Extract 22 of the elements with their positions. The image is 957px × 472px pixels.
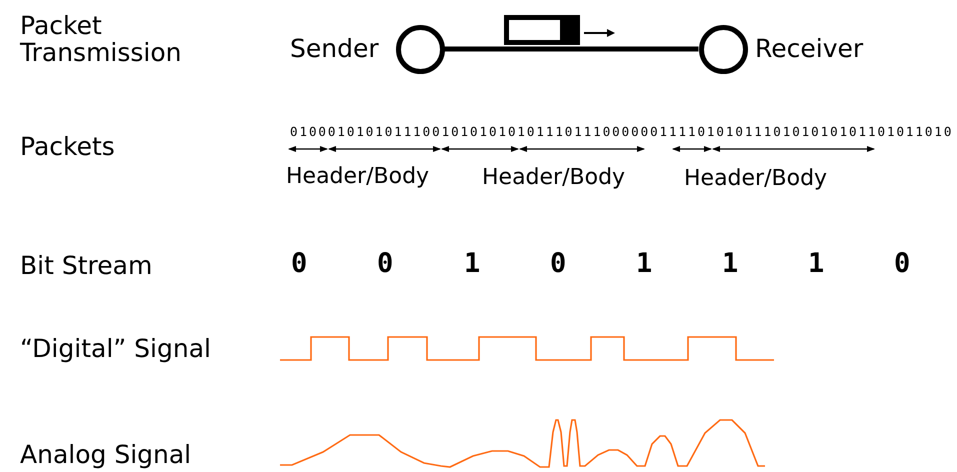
bit-digit: 1 [808, 250, 824, 277]
bit-digit: 0 [550, 250, 566, 277]
sender-label: Sender [290, 36, 379, 61]
bit-digit: 1 [636, 250, 652, 277]
receiver-label: Receiver [755, 36, 864, 61]
bit-digit: 1 [722, 250, 738, 277]
row-label: Bit Stream [20, 253, 152, 278]
bit-digit: 1 [464, 250, 480, 277]
node-circle [396, 24, 444, 74]
row-label: Packet Transmission [20, 12, 182, 66]
row-label: Analog Signal [20, 442, 192, 467]
link-line [444, 46, 698, 52]
bit-digit: 0 [377, 250, 394, 277]
segment-label: Header/Body [286, 166, 430, 188]
row-label: Packets [20, 134, 115, 159]
segment-label: Header/Body [684, 168, 828, 190]
bit-digit: 0 [894, 250, 910, 277]
bit-sequence: 0100010101011100101010101011101110000001111010101110101010101101011010 [290, 126, 954, 138]
node-circle [698, 24, 748, 74]
segment-label: Header/Body [482, 167, 626, 189]
row-label: “Digital” Signal [20, 336, 211, 361]
bit-digit: 0 [291, 250, 308, 277]
